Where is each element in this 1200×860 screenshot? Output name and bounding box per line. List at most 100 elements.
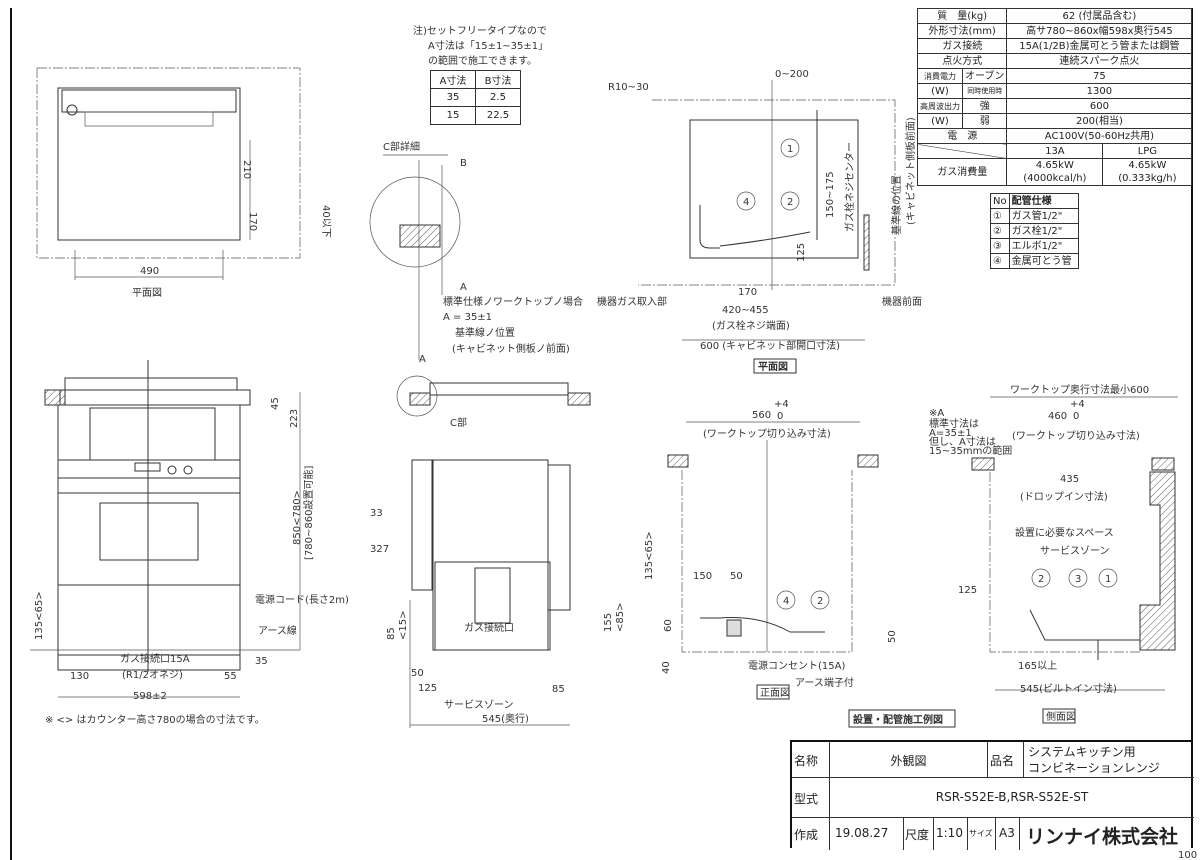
gas-lpg-value: 4.65kW(0.333kg/h) bbox=[1102, 158, 1193, 186]
callout-4: 4 bbox=[783, 596, 789, 607]
a-label-2: A bbox=[419, 354, 426, 365]
spec-value: 62 (付属品含む) bbox=[1006, 8, 1193, 24]
power-unit: (W) bbox=[917, 83, 963, 99]
dim-40: 40 bbox=[661, 661, 672, 674]
ref-label: 基準線の位置 bbox=[890, 175, 903, 235]
product-label: 品名 bbox=[988, 742, 1024, 778]
simul-label: 同時使用時 bbox=[961, 83, 1008, 99]
gas-inlet-label: ガス接続口 bbox=[464, 621, 514, 634]
dim-55: 55 bbox=[224, 671, 237, 682]
note-line: 注)セットフリータイプなので bbox=[413, 24, 547, 37]
dim-545: 545(ビルトイン寸法) bbox=[1020, 682, 1117, 695]
outlet-label-2: アース端子付 bbox=[795, 676, 854, 689]
dim-420-note: (ガス栓ネジ端面) bbox=[712, 319, 790, 332]
radius-label: R10~30 bbox=[608, 82, 649, 93]
microwave-label: 高周波出力 bbox=[917, 98, 963, 114]
oven-label: オーブン bbox=[961, 68, 1008, 84]
pipe-label: ガス管1/2" bbox=[1008, 208, 1079, 224]
tol-zero: 0 bbox=[777, 411, 783, 422]
weak-value: 200(相当) bbox=[1006, 113, 1193, 129]
dim-420-455: 420~455 bbox=[722, 305, 769, 316]
dim-45: 45 bbox=[270, 397, 281, 410]
callout-3: 3 bbox=[1075, 574, 1081, 585]
gas-13a-kw: 4.65kW bbox=[1035, 160, 1074, 171]
install-side-view: 2 3 1 ワークトップ奥行寸法最小600 ※A 標準寸法は A=35±1 但し… bbox=[929, 383, 1178, 724]
a-value: 15 bbox=[430, 106, 476, 125]
dim-490: 490 bbox=[140, 266, 159, 277]
product-name: システムキッチン用コンビネーションレンジ bbox=[1024, 742, 1194, 778]
plan-detail: 1 2 4 R10~30 0~200 150~175 ガス栓ネジセンター 基準線… bbox=[597, 69, 922, 374]
dim-545: 545(奥行) bbox=[482, 712, 529, 725]
created-date: 19.08.27 bbox=[830, 818, 904, 850]
dropin-label: (ドロップイン寸法) bbox=[1020, 490, 1108, 503]
note-a-line: 標準寸法は bbox=[929, 417, 979, 430]
install-front-view: 4 2 560 +4 0 (ワークトップ切り込み寸法) 150 50 60 40… bbox=[661, 399, 898, 700]
a-value: 35 bbox=[430, 88, 476, 107]
ref-label-2: (キャビネット側板前面) bbox=[904, 117, 917, 225]
spec-label: ガス接続 bbox=[916, 38, 1008, 54]
note-a: ※A bbox=[929, 408, 944, 419]
gas-lpg-header: LPG bbox=[1102, 143, 1193, 159]
pipe-label: 金属可とう管 bbox=[1008, 253, 1079, 269]
size-value: A3 bbox=[996, 818, 1020, 850]
callout-1: 1 bbox=[1105, 574, 1111, 585]
dim-15: <15> bbox=[398, 611, 409, 640]
pipe-no: ④ bbox=[990, 253, 1010, 269]
tol-plus: +4 bbox=[774, 399, 789, 410]
a-label: A bbox=[460, 282, 467, 293]
dim-85: 85 bbox=[386, 627, 397, 640]
company-name: リンナイ株式会社 bbox=[1026, 826, 1179, 848]
dim-223: 223 bbox=[289, 409, 300, 428]
note-a-line: 但し、A寸法は bbox=[929, 435, 996, 448]
dim-60: 60 bbox=[663, 619, 674, 632]
name-label: 名称 bbox=[792, 742, 830, 778]
dim-170: 170 bbox=[738, 287, 757, 298]
side-label: 側面図 bbox=[1046, 710, 1076, 723]
dim-150-175: 150~175 bbox=[825, 171, 836, 218]
space-label: 設置に必要なスペース bbox=[1015, 526, 1114, 539]
pipe-header-label: 配管仕様 bbox=[1008, 193, 1079, 209]
c-detail: C部詳細 B 40以下 A 標準仕様ノワークトップノ場合 A = 35±1 基準… bbox=[320, 140, 583, 365]
dim-125: 125 bbox=[418, 683, 437, 694]
spec-label: 点火方式 bbox=[916, 53, 1008, 69]
ref-label-2: (キャビネット側板ノ前面) bbox=[452, 342, 570, 355]
oven-value: 75 bbox=[1006, 68, 1193, 84]
plan-view-label: 平面図 bbox=[132, 287, 162, 299]
front-view: 45 223 850<780> [780~860設置可能] 135<65> 13… bbox=[30, 360, 349, 726]
plan-detail-label: 平面図 bbox=[758, 361, 788, 373]
dim-40: 40以下 bbox=[320, 205, 331, 238]
dim-33: 33 bbox=[370, 508, 383, 519]
created-label: 作成 bbox=[792, 818, 830, 850]
dim-598: 598±2 bbox=[133, 691, 167, 702]
dim-435: 435 bbox=[1060, 474, 1079, 485]
product-name-1: システムキッチン用 bbox=[1028, 745, 1136, 759]
front-label: 正面図 bbox=[760, 687, 790, 699]
gas-13a-header: 13A bbox=[1006, 143, 1104, 159]
note-line: の範囲で施工できます。 bbox=[428, 54, 537, 67]
dim-height-range: [780~860設置可能] bbox=[302, 466, 315, 560]
a-header: A寸法 bbox=[430, 70, 476, 89]
pipe-label: エルボ1/2" bbox=[1008, 238, 1079, 254]
source-label: 電 源 bbox=[916, 128, 1008, 144]
pipe-label: ガス栓1/2" bbox=[1008, 223, 1079, 239]
dim-155b: <85> bbox=[615, 603, 626, 632]
dim-130: 130 bbox=[70, 671, 89, 682]
pipe-no: ② bbox=[990, 223, 1010, 239]
weak-label: 弱 bbox=[961, 113, 1008, 129]
dim-0-200: 0~200 bbox=[775, 69, 809, 80]
b-header: B寸法 bbox=[475, 70, 521, 89]
intake-label: 機器ガス取入部 bbox=[597, 295, 667, 308]
std-label: 標準仕様ノワークトップノ場合 bbox=[443, 295, 583, 308]
dim-50: 50 bbox=[411, 668, 424, 679]
dim-85b: 85 bbox=[552, 684, 565, 695]
dim-600: 600 (キャビネット部開口寸法) bbox=[700, 339, 840, 352]
c-part-label: C部 bbox=[450, 416, 467, 429]
gas-13a-kcal: (4000kcal/h) bbox=[1023, 173, 1087, 184]
ref-label: 基準線ノ位置 bbox=[455, 326, 515, 339]
source-value: AC100V(50-60Hz共用) bbox=[1006, 128, 1193, 144]
dim-210: 210 bbox=[241, 160, 252, 179]
note-line: A寸法は「15±1~35±1」 bbox=[428, 39, 548, 52]
simul-value: 1300 bbox=[1006, 83, 1193, 99]
